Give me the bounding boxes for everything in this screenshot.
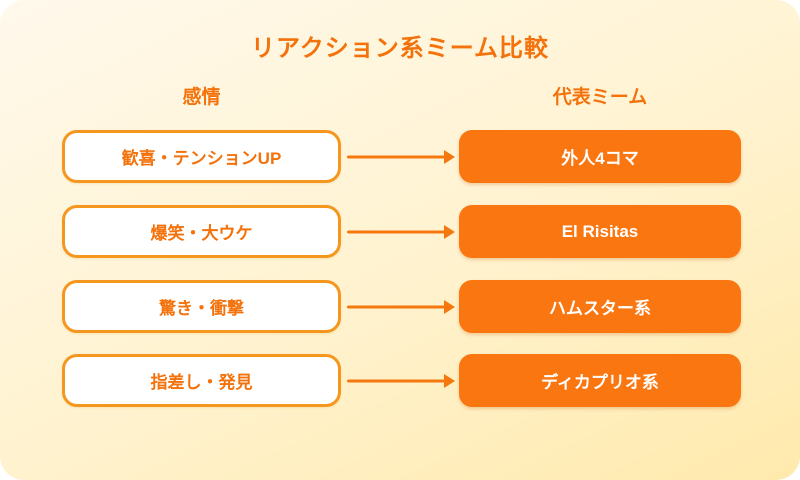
arrow-shaft [347,379,446,382]
arrow-right-icon [347,299,455,314]
diagram-row: 歓喜・テンションUP 外人4コマ [0,130,800,183]
diagram-row: 指差し・発見 ディカプリオ系 [0,354,800,407]
arrow-right-icon [347,149,455,164]
arrow-shaft [347,155,446,158]
emotion-box-joy: 歓喜・テンションUP [62,130,341,183]
page-title: リアクション系ミーム比較 [250,35,550,62]
column-header-emotion: 感情 [182,87,221,108]
emotion-box-surprise: 驚き・衝撃 [62,280,341,333]
meme-box-hamster: ハムスター系 [459,280,741,333]
emotion-box-laughter: 爆笑・大ウケ [62,205,341,258]
arrow-head [444,299,455,314]
meme-box-dicaprio: ディカプリオ系 [459,354,741,407]
arrow-shaft [347,230,446,233]
arrow-shaft [347,305,446,308]
arrow-head [444,149,455,164]
column-header-meme: 代表ミーム [552,87,648,108]
arrow-head [444,373,455,388]
diagram-row: 爆笑・大ウケ El Risitas [0,205,800,258]
diagram-row: 驚き・衝撃 ハムスター系 [0,280,800,333]
meme-box-el-risitas: El Risitas [459,205,741,258]
arrow-right-icon [347,224,455,239]
emotion-box-pointing: 指差し・発見 [62,354,341,407]
arrow-right-icon [347,373,455,388]
arrow-head [444,224,455,239]
meme-box-gaijin-4koma: 外人4コマ [459,130,741,183]
